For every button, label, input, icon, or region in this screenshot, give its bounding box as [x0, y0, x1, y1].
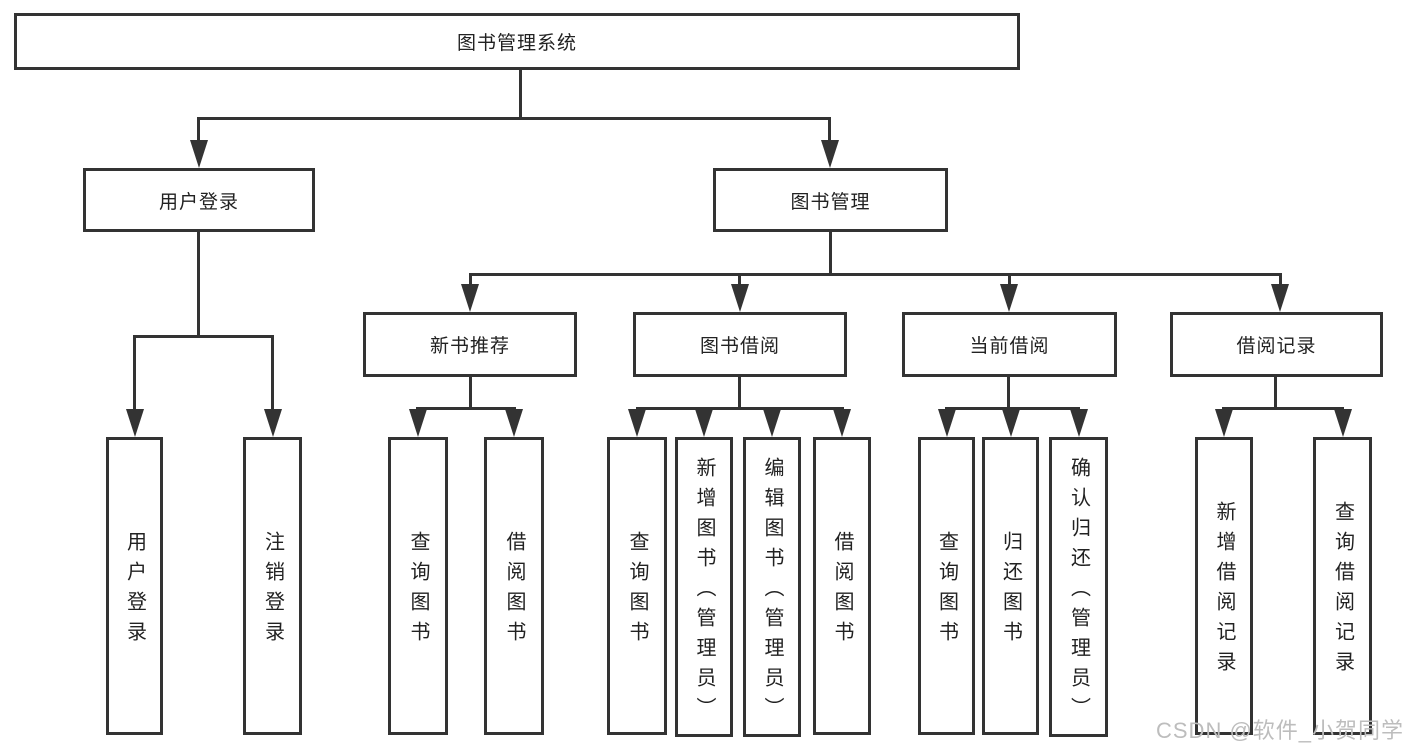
- connector-new-books-trunk: [469, 377, 472, 409]
- connector-book-borrow-trunk: [738, 377, 741, 409]
- leaf-query-books-recommend: 查询图书: [388, 437, 448, 735]
- connector-stub: [271, 335, 274, 415]
- node-book-management: 图书管理: [713, 168, 948, 232]
- connector-book-mgmt-trunk: [829, 232, 832, 275]
- leaf-confirm-return-admin: 确认归还（管理员）: [1049, 437, 1108, 737]
- node-root: 图书管理系统: [14, 13, 1020, 70]
- node-new-book-recommend: 新书推荐: [363, 312, 577, 377]
- leaf-add-book-admin-label: 新增图书（管理员）: [693, 457, 715, 727]
- connector-new-books-bus: [416, 407, 516, 410]
- arrow-down-icon: [1070, 409, 1088, 437]
- leaf-add-book-admin: 新增图书（管理员）: [675, 437, 733, 737]
- arrow-down-icon: [190, 140, 208, 168]
- node-root-label: 图书管理系统: [456, 33, 577, 54]
- leaf-query-borrow-record-label: 查询借阅记录: [1331, 501, 1354, 681]
- node-borrow-records: 借阅记录: [1170, 312, 1383, 377]
- connector-stub: [738, 273, 741, 289]
- arrow-down-icon: [1000, 284, 1018, 312]
- connector-borrow-records-bus: [1222, 407, 1344, 410]
- leaf-return-books-label: 归还图书: [999, 531, 1022, 651]
- arrow-down-icon: [695, 409, 713, 437]
- connector-stub: [1008, 273, 1011, 289]
- csdn-watermark: CSDN @软件_小贺同学: [1156, 718, 1405, 743]
- node-user-login-label: 用户登录: [158, 191, 239, 213]
- connector-level1-bus: [197, 117, 831, 120]
- arrow-down-icon: [1334, 409, 1352, 437]
- leaf-edit-book-admin-label: 编辑图书（管理员）: [761, 457, 783, 727]
- connector-root-trunk: [519, 70, 522, 120]
- arrow-down-icon: [126, 409, 144, 437]
- leaf-return-books: 归还图书: [982, 437, 1039, 735]
- leaf-query-borrow-record: 查询借阅记录: [1313, 437, 1372, 735]
- node-borrow-records-label: 借阅记录: [1236, 336, 1317, 357]
- leaf-user-login-label: 用户登录: [123, 531, 146, 651]
- leaf-logout: 注销登录: [243, 437, 302, 735]
- node-new-book-recommend-label: 新书推荐: [429, 336, 510, 357]
- leaf-add-borrow-record-label: 新增借阅记录: [1213, 501, 1235, 681]
- leaf-logout-label: 注销登录: [261, 531, 284, 651]
- leaf-query-books-borrow: 查询图书: [607, 437, 667, 735]
- connector-level3-bus: [469, 273, 1282, 276]
- arrow-down-icon: [1215, 409, 1233, 437]
- leaf-edit-book-admin: 编辑图书（管理员）: [743, 437, 801, 737]
- arrow-down-icon: [628, 409, 646, 437]
- node-current-borrow: 当前借阅: [902, 312, 1117, 377]
- arrow-down-icon: [461, 284, 479, 312]
- connector-current-borrow-bus: [945, 407, 1080, 410]
- arrow-down-icon: [505, 409, 523, 437]
- node-book-borrow-label: 图书借阅: [699, 336, 780, 357]
- connector-borrow-records-trunk: [1274, 377, 1277, 409]
- connector-book-borrow-bus: [636, 407, 844, 410]
- leaf-borrow-books-label: 借阅图书: [831, 531, 853, 651]
- node-current-borrow-label: 当前借阅: [969, 336, 1050, 357]
- connector-stub: [828, 117, 831, 147]
- leaf-query-books-current: 查询图书: [918, 437, 975, 735]
- leaf-user-login: 用户登录: [106, 437, 163, 735]
- node-book-borrow: 图书借阅: [633, 312, 847, 377]
- leaf-query-books-recommend-label: 查询图书: [407, 531, 429, 651]
- leaf-borrow-books-recommend-label: 借阅图书: [503, 531, 525, 651]
- node-book-management-label: 图书管理: [790, 191, 871, 213]
- connector-stub: [1279, 273, 1282, 289]
- arrow-down-icon: [1002, 409, 1020, 437]
- arrow-down-icon: [1271, 284, 1289, 312]
- connector-current-borrow-trunk: [1007, 377, 1010, 409]
- connector-stub: [469, 273, 472, 289]
- leaf-query-books-borrow-label: 查询图书: [626, 531, 648, 651]
- arrow-down-icon: [821, 140, 839, 168]
- connector-stub: [197, 117, 200, 147]
- leaf-borrow-books-recommend: 借阅图书: [484, 437, 544, 735]
- leaf-confirm-return-admin-label: 确认归还（管理员）: [1067, 457, 1090, 727]
- connector-stub: [133, 335, 136, 415]
- arrow-down-icon: [264, 409, 282, 437]
- leaf-add-borrow-record: 新增借阅记录: [1195, 437, 1253, 735]
- connector-user-login-bus: [133, 335, 274, 338]
- arrow-down-icon: [763, 409, 781, 437]
- connector-user-login-trunk: [197, 232, 200, 337]
- leaf-borrow-books: 借阅图书: [813, 437, 871, 735]
- arrow-down-icon: [731, 284, 749, 312]
- leaf-query-books-current-label: 查询图书: [935, 531, 958, 651]
- arrow-down-icon: [938, 409, 956, 437]
- arrow-down-icon: [833, 409, 851, 437]
- node-user-login: 用户登录: [83, 168, 315, 232]
- arrow-down-icon: [409, 409, 427, 437]
